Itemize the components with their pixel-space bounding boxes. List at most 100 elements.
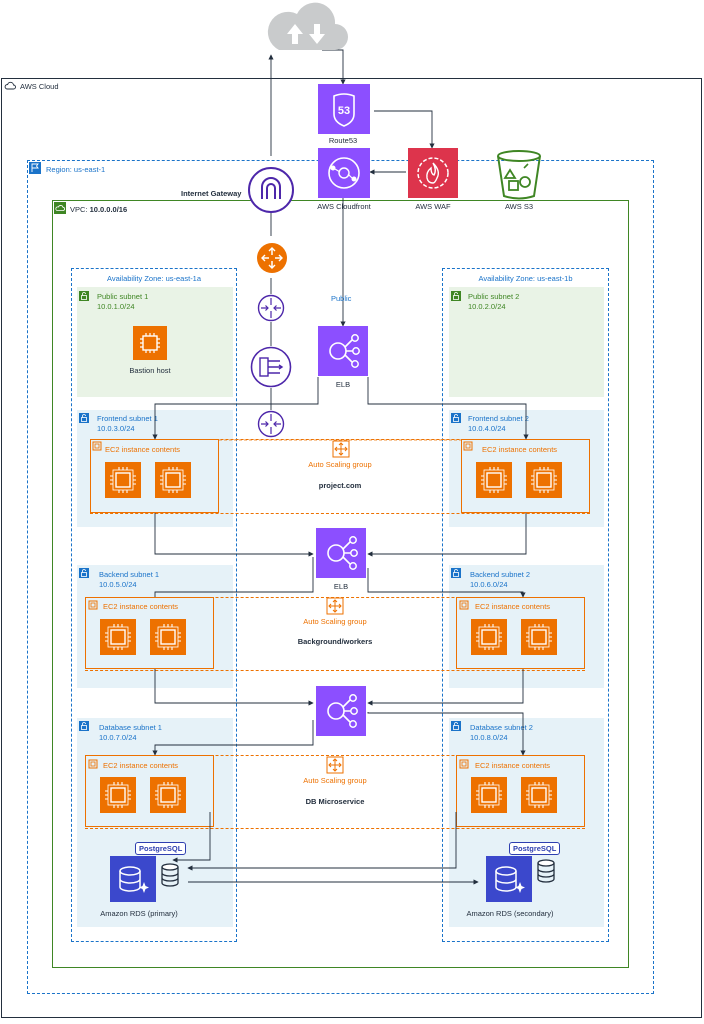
ec2-group-database-1-label: EC2 instance contents: [103, 761, 179, 770]
ec2-instance-icon: [155, 462, 191, 498]
asg-backend-icon: [326, 597, 344, 615]
database-subnet-2-cidr: 10.0.8.0/24: [470, 733, 508, 742]
database-subnet-2-name: Database subnet 2: [470, 723, 533, 732]
region-flag-icon: [29, 162, 41, 174]
bastion-label: Bastion host: [129, 366, 171, 375]
database-subnet-1-name: Database subnet 1: [99, 723, 162, 732]
vpc-group: [52, 200, 629, 968]
conn-cloud-route53: [322, 49, 346, 85]
igw-label: Internet Gateway: [181, 189, 242, 198]
frontend-subnet-2-lock-icon: [451, 413, 461, 423]
ec2-group-frontend-1-icon: [92, 441, 102, 451]
frontend-subnet-2-cidr: 10.0.4.0/24: [468, 424, 506, 433]
ec2-group-frontend-2-label: EC2 instance contents: [482, 445, 558, 454]
ec2-instance-icon: [100, 777, 136, 813]
public-subnet-1-lock-icon: [79, 291, 89, 301]
aws-cloud-group: [1, 78, 702, 1018]
ec2-group-database-1: [85, 755, 214, 827]
bastion-ec2-icon: [133, 326, 167, 360]
elb-internal-label: ELB: [333, 582, 349, 591]
tier-backend-label: Background/workers: [297, 637, 373, 646]
conn-be1-elb3: [154, 669, 314, 706]
elb-internal-icon: [316, 528, 366, 578]
public-subnet-2-lock-icon: [451, 291, 461, 301]
conn-db1-rds1: [172, 812, 211, 863]
az-1a-group: [71, 268, 237, 942]
waf-icon: [408, 148, 458, 198]
ec2-group-frontend-1-label: EC2 instance contents: [105, 445, 181, 454]
public-subnet-2: [449, 287, 604, 397]
public-subnet-1-name: Public subnet 1: [97, 292, 149, 301]
tier-frontend-label: project.com: [318, 481, 362, 490]
frontend-subnet-2-name: Frontend subnet 2: [468, 414, 529, 423]
rds-primary-icon: [110, 856, 156, 902]
region-label: Region: us-east-1: [46, 165, 106, 174]
aws-cloud-label: AWS Cloud: [20, 82, 59, 91]
conn-elb2-be1: [154, 557, 314, 597]
ec2-group-frontend-2-icon: [463, 441, 473, 451]
route-table-2-icon: [257, 410, 285, 438]
nat-gateway-icon: [250, 346, 292, 388]
elb-public-label: ELB: [335, 380, 351, 389]
svg-text:53: 53: [338, 105, 350, 117]
backend-subnet-1-name: Backend subnet 1: [99, 570, 160, 579]
ec2-group-backend-1: [85, 597, 214, 669]
conn-be2-elb3: [367, 669, 524, 706]
asg-frontend-icon: [332, 440, 350, 458]
elb-public-icon: [318, 326, 368, 376]
conn-elb1-fe2: [367, 377, 529, 440]
route-table-icon: [257, 294, 285, 322]
ec2-instance-icon: [471, 619, 507, 655]
asg-database-band: [85, 755, 585, 829]
s3-label: AWS S3: [504, 202, 534, 211]
aws-cloud-icon: [4, 81, 16, 90]
cloudfront-label: AWS Cloudfront: [317, 202, 371, 211]
backend-subnet-1-lock-icon: [79, 568, 89, 578]
public-subnet-2-name: Public subnet 2: [468, 292, 520, 301]
database-subnet-1-lock-icon: [79, 721, 89, 731]
ec2-instance-icon: [521, 777, 557, 813]
backend-subnet-2-lock-icon: [451, 568, 461, 578]
public-label: Public: [331, 294, 352, 303]
conn-fe2-elb2: [367, 513, 527, 557]
ec2-group-backend-2-icon: [459, 600, 469, 610]
conn-fe1-elb2: [154, 513, 314, 557]
az-1b-label: Availability Zone: us-east-1b: [478, 274, 573, 283]
internet-gateway-icon: [248, 167, 294, 213]
az-1a-label: Availability Zone: us-east-1a: [106, 274, 202, 283]
conn-db2-rds2: [187, 812, 457, 871]
vpc-label: VPC: 10.0.0.0/16: [70, 205, 127, 214]
ec2-group-backend-1-label: EC2 instance contents: [103, 602, 179, 611]
frontend-subnet-1-lock-icon: [79, 413, 89, 423]
asg-backend-label: Auto Scaling group: [303, 617, 367, 626]
frontend-subnet-1-cidr: 10.0.3.0/24: [97, 424, 135, 433]
backend-subnet-2-name: Backend subnet 2: [470, 570, 531, 579]
postgresql-secondary-badge: PostgreSQL: [509, 842, 561, 855]
internet-cloud-icon: [267, 2, 348, 51]
postgresql-primary-db-icon: [161, 863, 179, 887]
s3-bucket-icon: [497, 150, 541, 200]
route53-label: Route53: [328, 136, 358, 145]
asg-database-label: Auto Scaling group: [303, 776, 367, 785]
asg-frontend-band: [90, 439, 590, 514]
ec2-group-backend-2-label: EC2 instance contents: [475, 602, 551, 611]
backend-subnet-2-cidr: 10.0.6.0/24: [470, 580, 508, 589]
conn-route53-waf: [374, 110, 435, 149]
ec2-instance-icon: [471, 777, 507, 813]
ec2-instance-icon: [100, 619, 136, 655]
conn-elb1-fe1: [152, 377, 319, 440]
postgresql-primary-badge: PostgreSQL: [135, 842, 187, 855]
router-icon: [257, 243, 287, 273]
ec2-instance-icon: [526, 462, 562, 498]
ec2-group-database-2-label: EC2 instance contents: [475, 761, 551, 770]
cloudfront-icon: [318, 148, 370, 198]
ec2-instance-icon: [150, 619, 186, 655]
backend-subnet-1-cidr: 10.0.5.0/24: [99, 580, 137, 589]
database-subnet-2-lock-icon: [451, 721, 461, 731]
vpc-cidr: 10.0.0.0/16: [89, 205, 128, 214]
ec2-group-database-2-icon: [459, 759, 469, 769]
az-1b-group: [442, 268, 609, 942]
asg-frontend-label: Auto Scaling group: [308, 460, 372, 469]
database-subnet-1-cidr: 10.0.7.0/24: [99, 733, 137, 742]
